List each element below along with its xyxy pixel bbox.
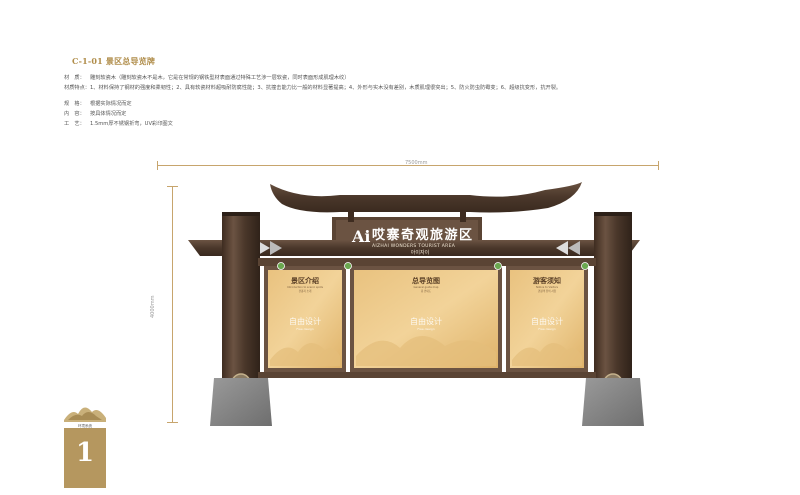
width-dimension-label: 7500mm bbox=[405, 160, 428, 166]
page-number-badge: 环境系统 Environmental system 1 bbox=[64, 398, 106, 488]
main-beam bbox=[188, 240, 640, 256]
logo-badge-icon bbox=[344, 262, 352, 270]
panel-title-map: 总导览图 bbox=[412, 276, 440, 285]
spec-material: 材 质： 雕刻软瓷木（雕刻软瓷木不是木，它是在常规的钢铁型材表面通过特殊工艺涉一层… bbox=[64, 75, 350, 81]
right-arrow-icon bbox=[556, 241, 568, 255]
logo-badge-icon bbox=[581, 262, 589, 270]
page-number: 1 bbox=[75, 438, 95, 468]
upper-rail bbox=[258, 258, 596, 266]
support-post bbox=[348, 210, 354, 222]
sign-name-en: AIZHAI WONDERS TOURIST AREA bbox=[372, 243, 456, 249]
logo-badge-icon bbox=[277, 262, 285, 270]
spec-key: 规 格： bbox=[64, 101, 85, 107]
spec-key: 内 容： bbox=[64, 111, 85, 117]
height-dimension-line bbox=[172, 186, 173, 422]
spec-value: 按具体情况而定 bbox=[90, 111, 127, 117]
right-arrow-icon bbox=[568, 241, 580, 255]
left-arrow-icon bbox=[258, 241, 270, 255]
spec-size: 规 格： 根据实际情况而定 bbox=[64, 101, 132, 107]
spec-craft: 工 艺： 1.5mm厚不锈钢折弯，UV彩印图文 bbox=[64, 121, 173, 127]
top-curved-beam bbox=[270, 182, 582, 213]
spec-value: 根据实际情况而定 bbox=[90, 101, 132, 107]
panel-body-subtext: Free design bbox=[538, 327, 555, 331]
page-title: C-1-01 景区总导览牌 bbox=[72, 56, 156, 66]
mountain-decoration bbox=[356, 335, 496, 366]
panel-body-text: 自由设计 bbox=[531, 316, 563, 326]
logo-badge-icon bbox=[494, 262, 502, 270]
dimension-tick bbox=[658, 161, 659, 170]
dimension-tick bbox=[157, 161, 158, 170]
left-arrow-icon bbox=[270, 241, 282, 255]
spec-key: 材质特点： bbox=[64, 85, 90, 91]
dimension-tick bbox=[167, 186, 178, 187]
right-pillar bbox=[594, 212, 632, 378]
pillar-cap bbox=[222, 212, 260, 216]
sign-name-cn: 哎寨奇观旅游区 bbox=[372, 227, 474, 243]
sign-logo-mark: Ai bbox=[351, 227, 371, 246]
panel-body-text: 自由设计 bbox=[289, 316, 321, 326]
lower-rail bbox=[258, 372, 596, 378]
spec-key: 材 质： bbox=[64, 75, 85, 81]
badge-caption: 环境系统 bbox=[78, 424, 92, 428]
right-stone-base bbox=[582, 378, 644, 426]
dimension-tick bbox=[167, 422, 178, 423]
panel-body-subtext: Free design bbox=[417, 327, 434, 331]
spec-content: 内 容： 按具体情况而定 bbox=[64, 111, 127, 117]
panel-subtitle: Introduction to scenic spots bbox=[287, 285, 324, 289]
panel-body-subtext: Free design bbox=[296, 327, 313, 331]
spec-value: 1.5mm厚不锈钢折弯，UV彩印图文 bbox=[90, 121, 173, 127]
sign-name-kr: 아이자이 bbox=[411, 249, 429, 256]
spec-key: 工 艺： bbox=[64, 121, 85, 127]
panel-subtitle: Notice to Visitors bbox=[536, 285, 559, 289]
left-stone-base bbox=[210, 378, 272, 426]
panel-title-intro: 景区介绍 bbox=[290, 276, 319, 285]
mountain-logo-icon bbox=[64, 407, 106, 422]
panel-body-text: 自由设计 bbox=[410, 316, 442, 326]
panel-subtitle-kr: 관광객 유의 사항 bbox=[538, 289, 557, 293]
spec-value: 1、材料保持了钢材的强度和柔韧性；2、具有软瓷材料超吸耐防腐性能；3、抗撞击能力… bbox=[90, 85, 562, 91]
badge-block bbox=[64, 428, 106, 488]
mountain-decoration bbox=[270, 342, 340, 366]
spec-features: 材质特点：1、材料保持了钢材的强度和柔韧性；2、具有软瓷材料超吸耐防腐性能；3、… bbox=[64, 85, 562, 91]
panel-subtitle-kr: 총 안내도 bbox=[421, 289, 432, 293]
mountain-decoration bbox=[512, 342, 582, 366]
panel-title-notice: 游客须知 bbox=[533, 276, 561, 285]
spec-value: 雕刻软瓷木（雕刻软瓷木不是木，它是在常规的钢铁型材表面通过特殊工艺涉一层软瓷，同… bbox=[90, 75, 350, 81]
panel-subtitle-kr: 관광지 소개 bbox=[299, 289, 312, 293]
width-dimension-line bbox=[157, 165, 658, 166]
support-post bbox=[460, 210, 466, 222]
panel-subtitle: General guide map bbox=[414, 285, 439, 289]
pillar-cap bbox=[594, 212, 632, 216]
left-pillar bbox=[222, 212, 260, 378]
